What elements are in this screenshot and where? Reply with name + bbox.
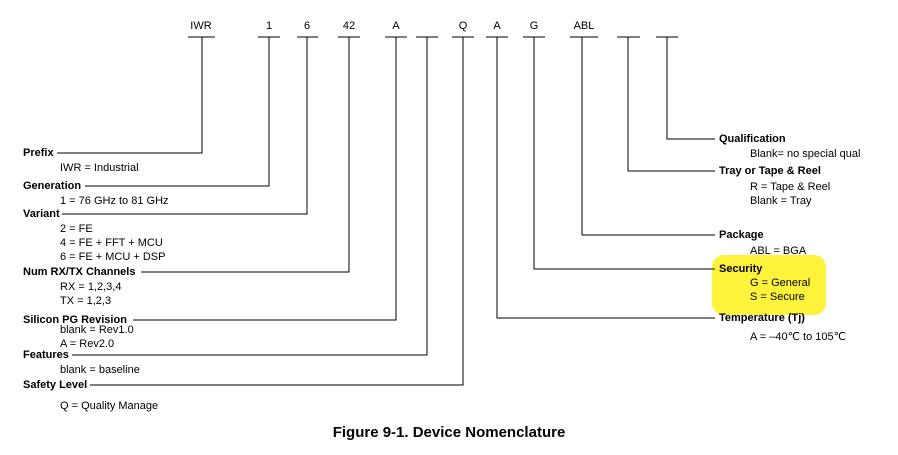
- prefix-title: Prefix: [23, 147, 54, 159]
- variant-title: Variant: [23, 208, 60, 220]
- tray-option: R = Tape & Reel: [750, 181, 831, 193]
- figure-caption: Figure 9-1. Device Nomenclature: [332, 424, 566, 441]
- variant-option: 2 = FE: [60, 223, 93, 235]
- code-prefix: IWR: [190, 20, 212, 32]
- revision-title: Silicon PG Revision: [23, 314, 127, 326]
- channels-option: TX = 1,2,3: [60, 295, 112, 307]
- channels-option: RX = 1,2,3,4: [60, 281, 122, 293]
- variant-option: 6 = FE + MCU + DSP: [60, 251, 166, 263]
- security-title: Security: [719, 263, 763, 275]
- code-security: G: [529, 20, 539, 32]
- package-title: Package: [719, 229, 764, 241]
- safety-option: Q = Quality Manage: [60, 400, 159, 412]
- temperature-option: A = –40℃ to 105℃: [750, 331, 846, 343]
- safety-title: Safety Level: [23, 379, 88, 391]
- security-option: S = Secure: [750, 291, 805, 303]
- code-generation: 1: [265, 20, 273, 32]
- tray-option: Blank = Tray: [750, 195, 812, 207]
- code-variant: 6: [303, 20, 311, 32]
- qualification-title: Qualification: [719, 133, 786, 145]
- prefix-option: IWR = Industrial: [60, 162, 139, 174]
- variant-option: 4 = FE + FFT + MCU: [60, 237, 163, 249]
- code-safety: Q: [458, 20, 468, 32]
- revision-option: blank = Rev1.0: [60, 324, 134, 336]
- tray-title: Tray or Tape & Reel: [719, 165, 821, 177]
- security-highlight: [712, 255, 826, 315]
- generation-option: 1 = 76 GHz to 81 GHz: [60, 195, 169, 207]
- channels-title: Num RX/TX Channels: [23, 266, 136, 278]
- security-option: G = General: [750, 277, 811, 289]
- code-package: ABL: [573, 20, 595, 32]
- code-revision: A: [392, 20, 400, 32]
- qualification-option: Blank= no special qual: [750, 148, 861, 160]
- code-temperature: A: [493, 20, 501, 32]
- package-option: ABL = BGA: [750, 245, 807, 257]
- features-title: Features: [23, 349, 69, 361]
- generation-title: Generation: [23, 180, 82, 192]
- code-channels: 42: [342, 20, 356, 32]
- revision-option: A = Rev2.0: [60, 338, 115, 350]
- temperature-title: Temperature (Tj): [719, 312, 805, 324]
- features-option: blank = baseline: [60, 364, 140, 376]
